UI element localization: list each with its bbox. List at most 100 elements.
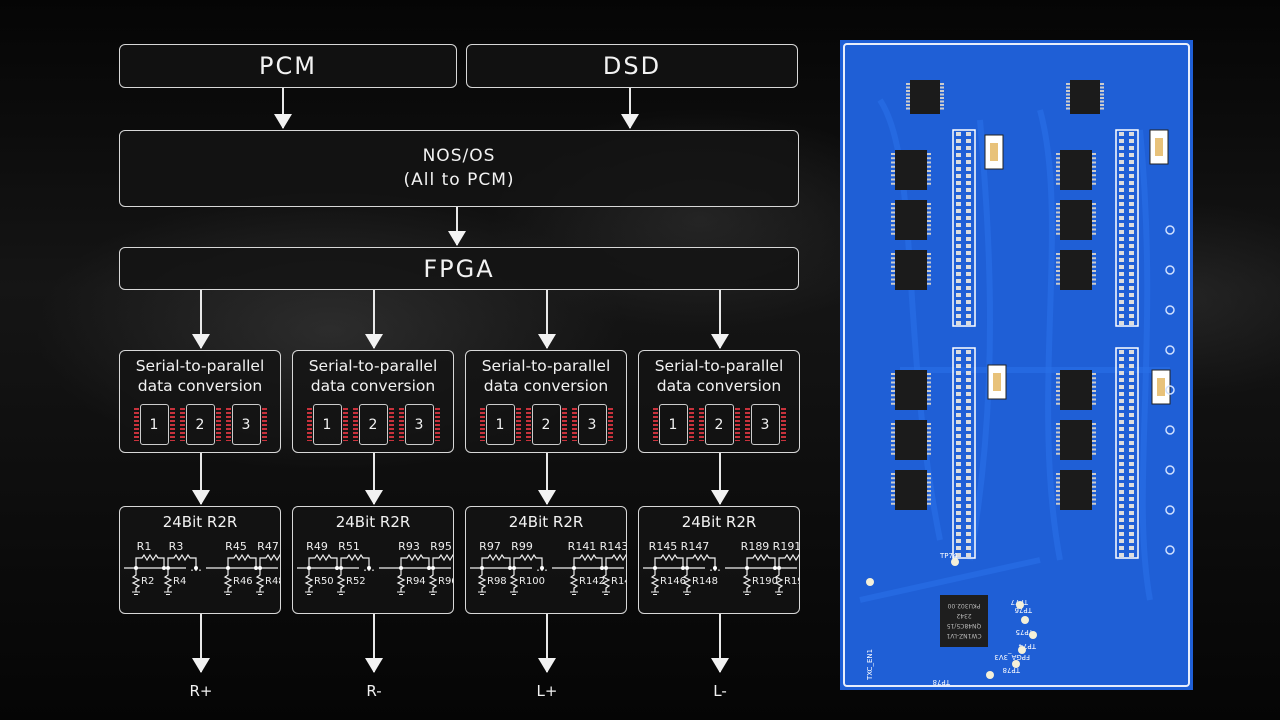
- resistor-series-icon: [431, 553, 453, 570]
- chip-number: 3: [760, 416, 770, 433]
- resistor-shunt-label: R94: [406, 576, 426, 587]
- serial-title: Serial-to-parallel data conversion: [120, 356, 280, 396]
- arrow-fpga-serial-2: [538, 290, 556, 349]
- resistor-series-icon: [339, 553, 371, 570]
- resistor-series-icon: [226, 553, 258, 570]
- resistor-shunt-ground-icon: [223, 570, 233, 595]
- ic-chip-icon: [1056, 200, 1096, 240]
- resistor-series-label: R95: [430, 540, 452, 553]
- ic-chip-icon: [891, 420, 931, 460]
- resistor-series-label: R45: [225, 540, 247, 553]
- resistor-shunt-ground-icon: [336, 570, 346, 595]
- serial-title-line1: Serial-to-parallel: [654, 357, 784, 375]
- serial-title-line2: data conversion: [483, 377, 609, 395]
- pcb-silkscreen-label: TXC_EN1: [866, 649, 874, 681]
- resistor-shunt-label: R52: [346, 576, 366, 587]
- arrow-output-3: [711, 614, 729, 673]
- ic-chip-icon: [891, 200, 931, 240]
- svg-text:PKU302.00: PKU302.00: [947, 602, 980, 609]
- ic-chip-icon: [1056, 420, 1096, 460]
- resistor-series-label: R143: [600, 540, 626, 553]
- pcb-silkscreen-label: TP78: [933, 678, 951, 686]
- resistor-series-label: R189: [741, 540, 770, 553]
- output-label: L+: [536, 682, 558, 700]
- serial-to-parallel-box: Serial-to-parallel data conversion 1 2 3: [638, 350, 800, 453]
- r2r-title: 24Bit R2R: [681, 513, 757, 531]
- resistor-series-icon: [399, 553, 431, 570]
- arrow-output-0: [192, 614, 210, 673]
- pin-header-icon: [1115, 129, 1139, 327]
- resistor-shunt-ground-icon: [650, 570, 660, 595]
- resistor-series-icon: [258, 553, 280, 570]
- arrow-dsd: [621, 88, 639, 129]
- pin-header-icon: [952, 347, 976, 559]
- resistor-series-label: R191: [773, 540, 799, 553]
- shift-register-chip-icon: 2: [525, 404, 567, 445]
- resistor-series-label: R97: [479, 540, 501, 553]
- resistor-series-icon: [653, 553, 685, 570]
- resistor-shunt-ground-icon: [255, 570, 265, 595]
- shift-register-chip-icon: 3: [398, 404, 440, 445]
- pcb-silkscreen-label: FPGA_3V3: [994, 653, 1030, 661]
- ic-chip-icon: [891, 470, 931, 510]
- chip-number: 1: [149, 416, 159, 433]
- resistor-shunt-label: R4: [173, 576, 186, 587]
- arrow-serial-r2r-3: [711, 453, 729, 505]
- resistor-shunt-label: R190: [752, 576, 778, 587]
- ic-chip-icon: [891, 250, 931, 290]
- resistor-shunt-ground-icon: [428, 570, 438, 595]
- resistor-shunt-ground-icon: [601, 570, 611, 595]
- resistor-series-label: R147: [681, 540, 710, 553]
- pcm-input-box: PCM: [119, 44, 457, 88]
- resistor-shunt-label: R192: [784, 576, 799, 587]
- resistor-shunt-label: R50: [314, 576, 334, 587]
- resistor-shunt-label: R46: [233, 576, 253, 587]
- nos-os-label: NOS/OS: [422, 146, 496, 166]
- shift-register-chip-icon: 3: [571, 404, 613, 445]
- dsd-input-box: DSD: [466, 44, 798, 88]
- serial-title-line2: data conversion: [137, 377, 263, 395]
- resistor-shunt-label: R148: [692, 576, 718, 587]
- chip-number: 2: [368, 416, 378, 433]
- shift-register-chip-icon: 1: [133, 404, 175, 445]
- serial-title-line1: Serial-to-parallel: [135, 357, 265, 375]
- chip-number: 1: [668, 416, 678, 433]
- ic-chip-icon: [891, 150, 931, 190]
- r2r-ladder-diagram: …R1R2R3R4R45R46R47R48: [124, 540, 280, 595]
- arrow-fpga-serial-3: [711, 290, 729, 349]
- resistor-series-icon: [166, 553, 198, 570]
- shift-register-chip-icon: 1: [306, 404, 348, 445]
- nos-os-sublabel: (All to PCM): [403, 170, 515, 190]
- resistor-shunt-ground-icon: [774, 570, 784, 595]
- svg-text:CW1NZ-LV1: CW1NZ-LV1: [946, 632, 981, 639]
- shift-register-chip-icon: 2: [698, 404, 740, 445]
- resistor-shunt-ground-icon: [742, 570, 752, 595]
- resistor-series-label: R3: [169, 540, 184, 553]
- resistor-series-icon: [512, 553, 544, 570]
- resistor-shunt-ground-icon: [304, 570, 314, 595]
- chip-number: 3: [241, 416, 251, 433]
- resistor-series-icon: [480, 553, 512, 570]
- output-label: R+: [189, 682, 213, 700]
- ic-chip-icon: [1066, 80, 1104, 114]
- serial-title-line2: data conversion: [310, 377, 436, 395]
- arrow-nos-fpga: [448, 207, 466, 246]
- resistor-shunt-label: R2: [141, 576, 154, 587]
- r2r-ladder-diagram: …R97R98R99R100R141R142R143R144: [470, 540, 626, 595]
- ic-chip-icon: [1056, 470, 1096, 510]
- arrow-serial-r2r-0: [192, 453, 210, 505]
- resistor-series-label: R93: [398, 540, 420, 553]
- serial-to-parallel-box: Serial-to-parallel data conversion 1 2 3: [119, 350, 281, 453]
- chip-number: 2: [195, 416, 205, 433]
- resistor-series-icon: [134, 553, 166, 570]
- resistor-shunt-label: R96: [438, 576, 453, 587]
- r2r-title: 24Bit R2R: [162, 513, 238, 531]
- pcb-silkscreen-label: TP74: [939, 552, 958, 560]
- shift-register-chip-icon: 2: [179, 404, 221, 445]
- resistor-series-icon: [307, 553, 339, 570]
- fpga-chip-icon: [940, 595, 988, 647]
- shift-register-chip-icon: 3: [744, 404, 786, 445]
- resistor-shunt-label: R142: [579, 576, 605, 587]
- serial-title-line2: data conversion: [656, 377, 782, 395]
